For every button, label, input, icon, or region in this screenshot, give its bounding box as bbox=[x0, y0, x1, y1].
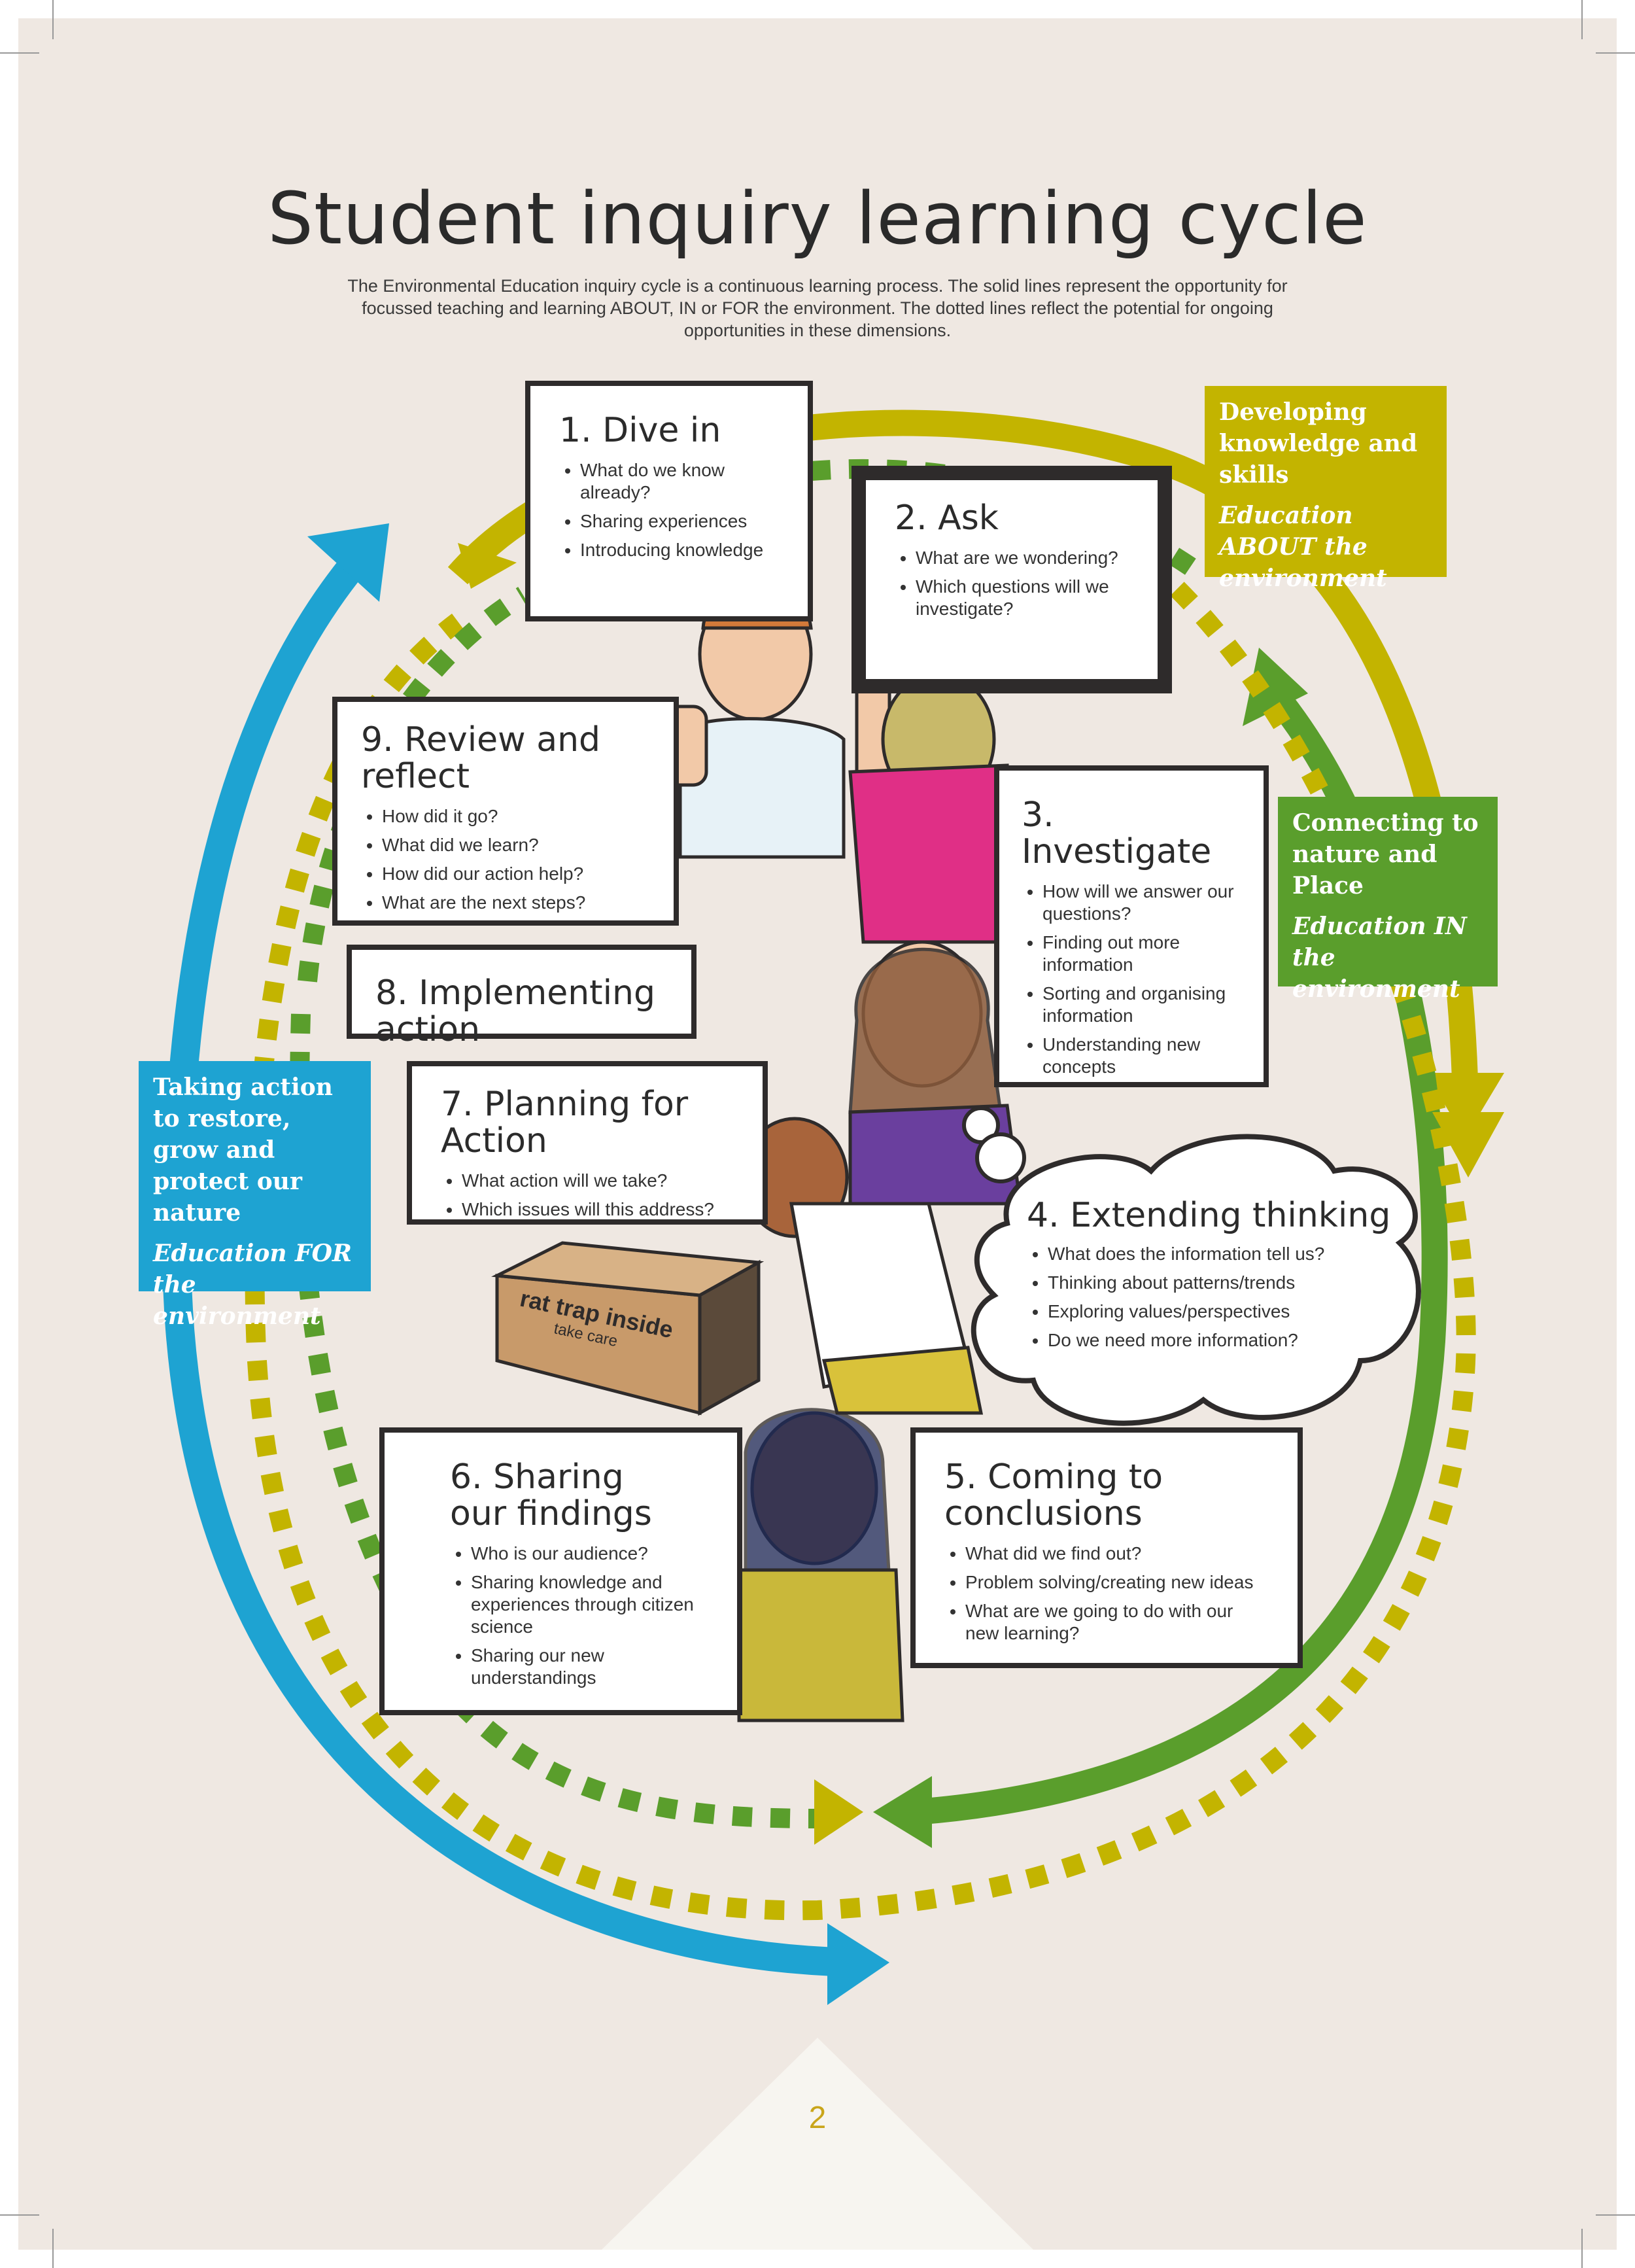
list-item: What did we find out? bbox=[965, 1543, 1271, 1565]
step-title: 9. Review and reflect bbox=[361, 720, 601, 796]
list-item: Do we need more information? bbox=[1048, 1329, 1393, 1352]
list-item: What do we know already? bbox=[580, 459, 782, 504]
step-card-dive-in: 1. Dive in What do we know already? Shar… bbox=[525, 381, 813, 621]
blue-cycle-arrow bbox=[162, 540, 857, 1977]
list-item: Sharing our new understandings bbox=[471, 1645, 711, 1689]
crop-mark bbox=[1581, 2229, 1583, 2268]
crop-mark bbox=[52, 0, 54, 39]
step-title: 6. Sharing our findings bbox=[450, 1457, 652, 1533]
page-subtitle: The Environmental Education inquiry cycl… bbox=[347, 276, 1288, 340]
dimension-label: Education FOR the environment bbox=[153, 1240, 352, 1330]
step-title: 2. Ask bbox=[895, 498, 999, 538]
step-title: 3. Investigate bbox=[1022, 795, 1212, 871]
step-title: 7. Planning for Action bbox=[441, 1085, 689, 1160]
dimension-tag-for: Taking action to restore, grow and prote… bbox=[139, 1061, 371, 1330]
crop-mark bbox=[0, 2214, 39, 2216]
step-title: 4. Extending thinking bbox=[1027, 1196, 1391, 1235]
step-card-sharing-findings: 6. Sharing our findings Who is our audie… bbox=[379, 1427, 742, 1715]
page-number: 2 bbox=[808, 2101, 827, 2135]
yellow-dotted-arrowhead bbox=[814, 1779, 863, 1845]
list-item: How will we answer our questions? bbox=[1042, 881, 1248, 925]
list-item: Thinking about patterns/trends bbox=[1048, 1272, 1393, 1294]
list-item: Problem solving/creating new ideas bbox=[965, 1571, 1271, 1594]
step-list: How will we answer our questions? Findin… bbox=[1022, 881, 1248, 1078]
step-card-review-and-reflect: 9. Review and reflect How did it go? Wha… bbox=[332, 697, 679, 926]
dimension-heading: Developing knowledge and skills bbox=[1219, 398, 1418, 489]
crop-mark bbox=[1596, 2214, 1635, 2216]
yellow-dotted-line bbox=[245, 582, 1476, 1921]
list-item: What does the information tell us? bbox=[1048, 1243, 1393, 1265]
step-card-investigate: 3. Investigate How will we answer our qu… bbox=[994, 765, 1269, 1087]
list-item: What did we learn? bbox=[382, 834, 647, 856]
list-item: Sorting and organising information bbox=[1042, 983, 1248, 1027]
step-list: Who is our audience? Sharing knowledge a… bbox=[450, 1543, 711, 1689]
step-title: 8. Implementing action bbox=[375, 973, 655, 1049]
crop-mark bbox=[0, 52, 39, 54]
list-item: Sharing knowledge and experiences throug… bbox=[471, 1571, 711, 1638]
step-card-planning-for-action: 7. Planning for Action What action will … bbox=[407, 1061, 768, 1225]
list-item: Understanding new concepts bbox=[1042, 1034, 1248, 1078]
step-card-coming-to-conclusions: 5. Coming to conclusions What did we fin… bbox=[910, 1427, 1303, 1668]
rat-trap-box bbox=[491, 1241, 765, 1416]
list-item: Finding out more information bbox=[1042, 932, 1248, 976]
list-item: Sharing experiences bbox=[580, 510, 782, 532]
step-list: How did it go? What did we learn? How di… bbox=[361, 805, 647, 914]
list-item: What are the next steps? bbox=[382, 892, 647, 914]
dimension-label: Education IN the environment bbox=[1292, 913, 1467, 1003]
step-title: 5. Coming to conclusions bbox=[944, 1457, 1163, 1533]
green-dotted-line bbox=[298, 587, 528, 983]
crop-mark bbox=[1596, 52, 1635, 54]
crop-mark bbox=[52, 2229, 54, 2268]
thought-bubble bbox=[962, 1106, 1421, 1426]
dimension-tag-about: Developing knowledge and skills Educatio… bbox=[1205, 386, 1447, 592]
step-list: What did we find out? Problem solving/cr… bbox=[944, 1543, 1271, 1645]
dimension-heading: Connecting to nature and Place bbox=[1292, 809, 1479, 899]
blue-arrowhead-top bbox=[307, 523, 389, 602]
list-item: How did our action help? bbox=[382, 863, 647, 885]
child-thumbs-up-figure bbox=[652, 584, 846, 859]
dimension-heading: Taking action to restore, grow and prote… bbox=[153, 1073, 333, 1227]
step-list: What does the information tell us? Think… bbox=[1027, 1243, 1393, 1352]
list-item: What action will we take? bbox=[462, 1170, 736, 1192]
dimension-tag-in: Connecting to nature and Place Education… bbox=[1278, 797, 1498, 1003]
step-list: What are we wondering? Which questions w… bbox=[895, 547, 1131, 620]
step-card-ask: 2. Ask What are we wondering? Which ques… bbox=[852, 466, 1172, 693]
list-item: How did it go? bbox=[382, 805, 647, 828]
step-card-implementing-action: 8. Implementing action bbox=[347, 945, 697, 1048]
yellow-arrowhead bbox=[1426, 1073, 1504, 1138]
list-item: Introducing knowledge bbox=[580, 539, 782, 561]
green-arrowhead bbox=[1243, 648, 1308, 726]
green-arrowhead bbox=[873, 1776, 932, 1848]
blue-arrowhead-bottom bbox=[827, 1923, 889, 2005]
list-item: Exploring values/perspectives bbox=[1048, 1300, 1393, 1323]
page-title: Student inquiry learning cycle bbox=[267, 177, 1368, 260]
list-item: Which questions will we investigate? bbox=[916, 576, 1131, 620]
dimension-label: Education ABOUT the environment bbox=[1219, 502, 1387, 592]
page-triangle bbox=[602, 2038, 1033, 2250]
list-item: What are we wondering? bbox=[916, 547, 1131, 569]
list-item: What are we going to do with our new lea… bbox=[965, 1600, 1271, 1645]
child-crouching-figure bbox=[740, 1117, 984, 1415]
crop-mark bbox=[1581, 0, 1583, 39]
list-item: Which issues will this address? bbox=[462, 1198, 736, 1221]
child-pointing-figure bbox=[737, 1408, 904, 1722]
yellow-dotted-arrowhead bbox=[1432, 1112, 1504, 1178]
step-title: 1. Dive in bbox=[559, 411, 721, 450]
step-list: What action will we take? Which issues w… bbox=[441, 1170, 736, 1221]
list-item: Who is our audience? bbox=[471, 1543, 711, 1565]
step-list: What do we know already? Sharing experie… bbox=[559, 459, 782, 561]
step-card-extending-thinking: 4. Extending thinking What does the info… bbox=[1027, 1197, 1393, 1380]
yellow-arrowhead bbox=[458, 543, 517, 589]
